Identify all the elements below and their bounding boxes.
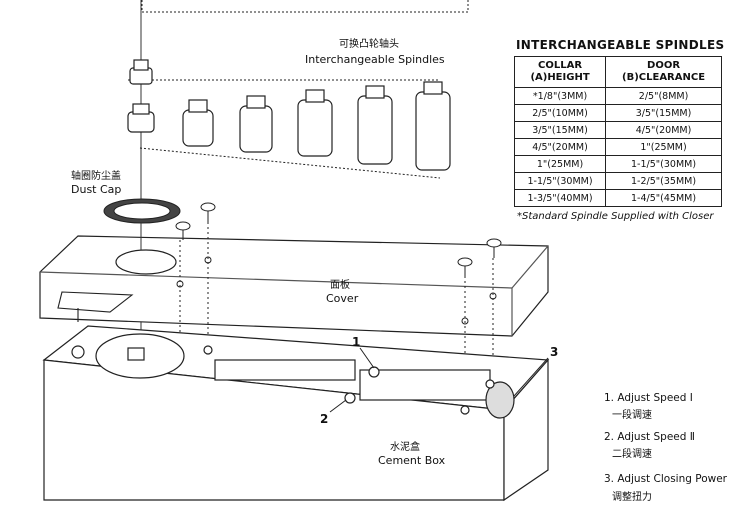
callout-3: 3 (550, 345, 559, 359)
cement-box (42, 325, 550, 502)
table-cell: 1"(25MM) (513, 155, 607, 173)
table-cell: 1-4/5"(45MM) (605, 189, 722, 207)
dust-cap (103, 198, 181, 224)
table-row: 1-1/5"(30MM)1-2/5"(35MM) (513, 172, 722, 190)
table-row: *1/8"(3MM)2/5"(8MM) (513, 87, 722, 105)
door-outline (141, 0, 469, 13)
dust-cap-label-zh: 轴圈防尘盖 (71, 171, 121, 182)
table-title: INTERCHANGEABLE SPINDLES (516, 38, 725, 52)
callout-leaders (329, 347, 549, 413)
table-cell: 1"(25MM) (605, 138, 722, 156)
spindle-3 (239, 95, 273, 153)
table-row: 3/5"(15MM)4/5"(20MM) (513, 121, 722, 139)
cover-plate (39, 235, 549, 337)
callout-2: 2 (320, 412, 329, 426)
table-cell: 2/5"(10MM) (513, 104, 607, 122)
table-header-row: COLLAR(A)HEIGHT DOOR(B)CLEARANCE (513, 56, 722, 88)
table-row: 1-3/5"(40MM)1-4/5"(45MM) (513, 189, 722, 207)
table-header-door: DOOR(B)CLEARANCE (605, 56, 722, 88)
spindles-label-en: Interchangeable Spindles (305, 53, 445, 66)
table-cell: 1-1/5"(30MM) (605, 155, 722, 173)
spindle-table: COLLAR(A)HEIGHT DOOR(B)CLEARANCE *1/8"(3… (513, 56, 722, 207)
legend-item-1-zh: 一段调速 (612, 410, 652, 421)
table-cell: 1-1/5"(30MM) (513, 172, 607, 190)
table-cell: 4/5"(20MM) (513, 138, 607, 156)
spindle-4 (297, 89, 333, 157)
table-row: 1"(25MM)1-1/5"(30MM) (513, 155, 722, 173)
legend-item-3-zh: 调整扭力 (612, 492, 652, 503)
cover-label-en: Cover (326, 292, 359, 305)
table-cell: 3/5"(15MM) (513, 121, 607, 139)
spindle-group-outline (128, 79, 441, 179)
spindles-label-zh: 可换凸轮轴头 (339, 39, 399, 50)
spindle-2 (182, 99, 214, 147)
table-cell: *1/8"(3MM) (513, 87, 607, 105)
legend-item-2: 2. Adjust Speed Ⅱ (604, 431, 695, 443)
cover-label-zh: 面板 (330, 280, 350, 291)
table-header-collar: COLLAR(A)HEIGHT (513, 56, 607, 88)
legend-item-2-zh: 二段调速 (612, 449, 652, 460)
table-note: *Standard Spindle Supplied with Closer (517, 211, 714, 222)
callout-1: 1 (352, 335, 361, 349)
spindle-5 (357, 85, 393, 165)
shim-plate (57, 291, 134, 322)
table-row: 2/5"(10MM)3/5"(15MM) (513, 104, 722, 122)
table-cell: 3/5"(15MM) (605, 104, 722, 122)
cement-box-label-en: Cement Box (378, 454, 446, 467)
table-cell: 1-3/5"(40MM) (513, 189, 607, 207)
table-cell: 4/5"(20MM) (605, 121, 722, 139)
legend-item-1: 1. Adjust Speed Ⅰ (604, 392, 693, 404)
cement-box-label-zh: 水泥盒 (390, 442, 420, 453)
spindle-1 (127, 59, 155, 133)
spindle-6 (415, 81, 451, 171)
table-row: 4/5"(20MM)1"(25MM) (513, 138, 722, 156)
dust-cap-label-en: Dust Cap (71, 183, 122, 196)
legend-item-3: 3. Adjust Closing Power (604, 473, 727, 485)
table-cell: 1-2/5"(35MM) (605, 172, 722, 190)
table-cell: 2/5"(8MM) (605, 87, 722, 105)
